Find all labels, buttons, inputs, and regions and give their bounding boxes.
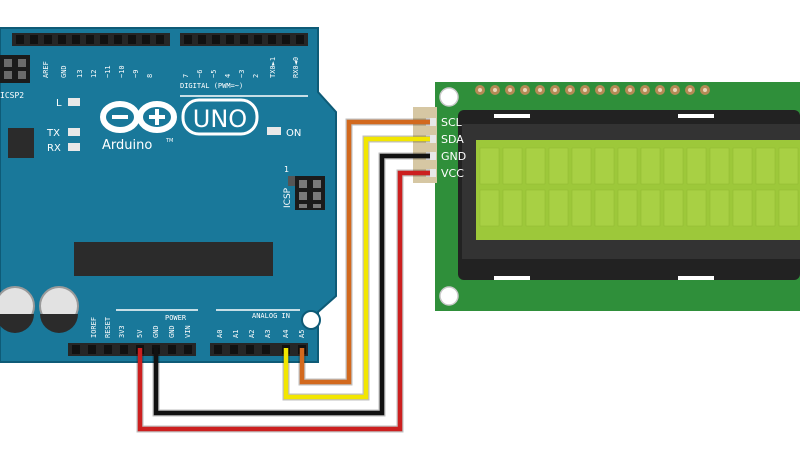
digital-pin-label: 7 [182,74,190,78]
wire-scl [299,119,430,385]
led-tx [68,128,80,136]
atmega-chip [74,242,273,276]
on-led [267,127,281,135]
icsp-header: 1 ICSP [283,165,325,210]
model-name: UNO [193,105,247,133]
digital-pin-label: ~5 [210,70,218,78]
lcd-pin-label: SCL [441,116,463,129]
digital-pin-label: TX0►1 [269,57,277,78]
i2c-pin [426,152,436,160]
i2c-pin [426,135,436,143]
wires [136,118,430,433]
icsp2-header: ICSP2 [0,55,30,100]
analog-title: ANALOG IN [252,312,290,320]
power-title: POWER [165,314,187,322]
digital-pin-label: ~3 [238,70,246,78]
arduino-logo: UNO Arduino TM [100,98,259,153]
digital-pin-label: ~11 [104,65,112,78]
lcd-module: SCL SDA GND VCC [413,82,800,311]
icsp-label: ICSP [283,187,293,208]
power-header: IOREF RESET 3V3 5V GND GND VIN [68,316,196,356]
analog-pin-label: A0 [216,330,224,338]
power-pin-label: GND [152,325,160,338]
power-pin-label: RESET [104,316,112,338]
trademark: TM [165,138,173,144]
digital-pin-label: 12 [90,70,98,78]
led-l-label: L [56,98,62,109]
digital-title: DIGITAL (PWM=~) [180,82,243,90]
digital-pin-label: GND [60,65,68,78]
icsp-pin1-label: 1 [284,165,289,174]
lcd-pin-label: SDA [441,133,464,146]
lcd-mount-hole-bottom [439,286,459,306]
power-pin-label: 3V3 [118,325,126,338]
on-label: ON [286,128,301,139]
power-pin-label: IOREF [90,317,98,338]
digital-pin-label: ~9 [132,70,140,78]
power-pin-label: VIN [184,325,192,338]
wire-gnd [153,153,430,416]
digital-pin-label: ~6 [196,70,204,78]
digital-pin-label: 8 [146,74,154,78]
power-pin-label: 5V [136,329,144,338]
capacitors [0,286,79,333]
led-rx [68,143,80,151]
analog-pin-label: A5 [298,330,306,338]
power-pin-label: GND [168,325,176,338]
analog-pin-label: A3 [264,330,272,338]
brand-name: Arduino [102,138,152,153]
icsp2-label: ICSP2 [0,91,24,100]
digital-pin-label: RX0◄0 [292,57,300,78]
digital-pin-label: AREF [42,61,50,78]
digital-pin-label: 4 [224,74,232,78]
analog-pin-label: A1 [232,330,240,338]
i2c-pin [426,169,436,177]
lcd-pin-label: GND [441,150,466,163]
i2c-pin [426,118,436,126]
led-tx-label: TX [46,128,60,139]
led-rx-label: RX [47,143,61,154]
digital-pin-label: 13 [76,70,84,78]
analog-pin-label: A2 [248,330,256,338]
digital-pin-label: ~10 [118,65,126,78]
wire-vcc [137,170,430,432]
digital-pin-label: 2 [252,74,260,78]
status-leds: L TX RX [46,98,80,154]
wire-sda [283,136,430,400]
mounting-hole [301,310,321,330]
lcd-mount-hole-top [439,87,459,107]
lcd-pin-label: VCC [441,167,464,180]
usb-chip [8,128,34,158]
led-l [68,98,80,106]
lcd-top-pads [475,85,710,95]
analog-pin-label: A4 [282,330,290,338]
